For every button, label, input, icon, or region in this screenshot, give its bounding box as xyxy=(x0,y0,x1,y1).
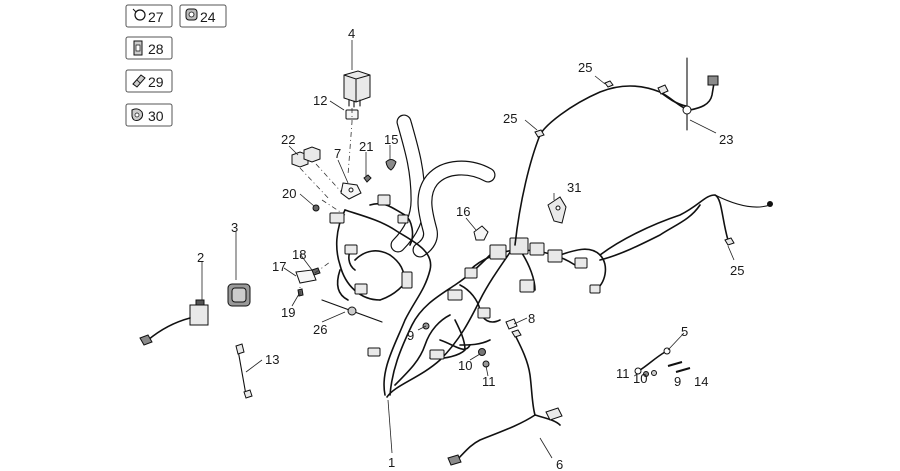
callout-1: 1 xyxy=(388,455,395,470)
legend-item-24: 24 xyxy=(179,4,227,28)
callout-4: 4 xyxy=(348,26,355,41)
callout-16: 16 xyxy=(456,204,470,219)
callout-10: 10 xyxy=(458,358,472,373)
connector-part-8 xyxy=(505,318,518,330)
bracket-part-7 xyxy=(340,182,362,200)
legend-item-27: 27 xyxy=(125,4,173,28)
assembly-axis xyxy=(299,261,331,296)
callout-14: 14 xyxy=(694,374,708,389)
sub-harness-branch xyxy=(599,194,773,261)
callout-7: 7 xyxy=(334,146,341,161)
bracket-part-13 xyxy=(235,343,253,399)
assembly-axis xyxy=(347,108,353,176)
relay-part-22 xyxy=(291,146,321,168)
legend-num: 30 xyxy=(148,108,164,124)
callout-11: 11 xyxy=(482,374,496,389)
legend-num: 27 xyxy=(148,9,164,25)
cap-part-16 xyxy=(473,225,489,241)
callout-labels: 4 12 22 20 7 21 15 16 31 3 2 18 17 19 26… xyxy=(197,26,744,471)
callout-25-right: 25 xyxy=(730,263,744,278)
callout-9: 9 xyxy=(407,328,414,343)
sensor-part-2 xyxy=(139,299,209,346)
clip-part-18 xyxy=(311,267,321,276)
callout-11-right: 11 xyxy=(616,366,630,381)
bolt-part-14 xyxy=(675,367,691,373)
sub-harness-part-23 xyxy=(514,57,719,246)
screw-part-20 xyxy=(312,204,320,212)
harness-connector xyxy=(329,194,601,360)
legend-item-28: 28 xyxy=(125,36,173,60)
legend-item-29: 29 xyxy=(125,69,173,93)
callout-31: 31 xyxy=(567,180,581,195)
cable-tie-part-26 xyxy=(321,299,383,323)
leader-lines xyxy=(201,40,735,459)
callout-18: 18 xyxy=(292,247,306,262)
nut-part-11-right xyxy=(643,371,649,377)
callout-25-top: 25 xyxy=(578,60,592,75)
legend-item-30: 30 xyxy=(125,103,173,127)
callout-12: 12 xyxy=(313,93,327,108)
grommet-part-3 xyxy=(227,283,251,307)
ring-clip-icon xyxy=(132,8,146,21)
connector-part-15 xyxy=(385,159,397,171)
relay-part-17 xyxy=(295,269,317,284)
callout-17: 17 xyxy=(272,259,286,274)
grommet-part-25 xyxy=(604,80,614,88)
legend-num: 28 xyxy=(148,41,164,57)
clip-part-21 xyxy=(363,174,372,183)
callout-10-right: 10 xyxy=(633,371,647,386)
callout-6: 6 xyxy=(556,457,563,471)
callout-21: 21 xyxy=(359,139,373,154)
callout-3: 3 xyxy=(231,220,238,235)
callout-8: 8 xyxy=(528,311,535,326)
bracket-clip-icon xyxy=(133,40,143,56)
cable-tie-icon xyxy=(132,74,146,88)
callout-23: 23 xyxy=(719,132,733,147)
cable-part-6 xyxy=(447,329,563,466)
callout-9-right: 9 xyxy=(674,374,681,389)
grommet-part-25 xyxy=(534,129,545,138)
callout-2: 2 xyxy=(197,250,204,265)
nut-part-10 xyxy=(478,348,486,356)
assembly-axis xyxy=(299,163,346,216)
bracket-part-31 xyxy=(547,196,567,224)
grommet-icon xyxy=(185,8,198,21)
callout-15: 15 xyxy=(384,132,398,147)
callout-19: 19 xyxy=(281,305,295,320)
callout-20: 20 xyxy=(282,186,296,201)
legend-num: 29 xyxy=(148,74,164,90)
breather-hose xyxy=(390,114,496,258)
ground-cable-part-5 xyxy=(634,347,671,375)
spring-clip-icon xyxy=(131,108,144,121)
callout-22: 22 xyxy=(281,132,295,147)
callout-5: 5 xyxy=(681,324,688,339)
washer-part-10-right xyxy=(651,370,657,376)
legend-num: 24 xyxy=(200,9,216,25)
bolt-part-9-right xyxy=(667,361,683,367)
callout-13: 13 xyxy=(265,352,279,367)
callout-26: 26 xyxy=(313,322,327,337)
relay-part-4 xyxy=(343,70,371,108)
callout-25-left: 25 xyxy=(503,111,517,126)
